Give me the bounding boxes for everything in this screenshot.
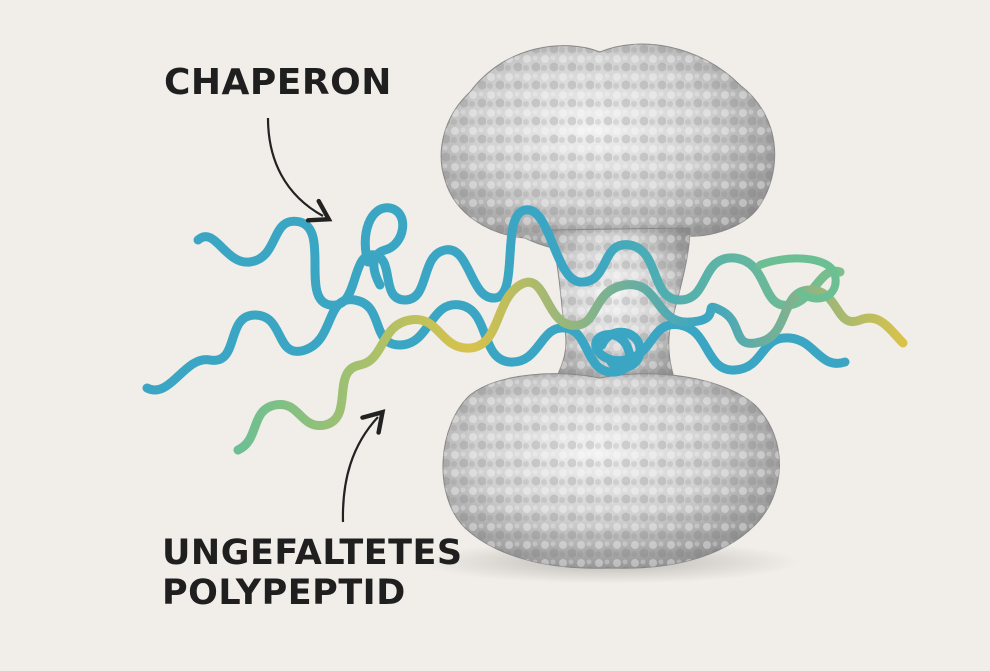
chaperon-arrow (266, 117, 333, 223)
polypeptide-label: UNGEFALTETES POLYPEPTID (162, 533, 463, 614)
chaperon-upper-ring-texture (441, 44, 775, 256)
polypeptide-loop-center (597, 327, 645, 372)
polypeptide-chain-blue (193, 205, 845, 310)
polypeptide-arrow (341, 409, 386, 523)
chaperon-label: CHAPERON (164, 62, 392, 103)
polypeptide-chain-yellow (233, 277, 908, 455)
polypeptide-loop-top (360, 203, 408, 290)
polypeptide-chain-blue-lower (142, 295, 850, 395)
chaperon-complex (440, 43, 780, 569)
polypeptide-loop-right (756, 254, 840, 303)
unfolded-polypeptide (142, 203, 908, 455)
polypeptide-label-line1: UNGEFALTETES (162, 533, 463, 573)
chaperon-lower-ring-texture (442, 373, 780, 569)
polypeptide-label-line2: POLYPEPTID (162, 573, 406, 614)
